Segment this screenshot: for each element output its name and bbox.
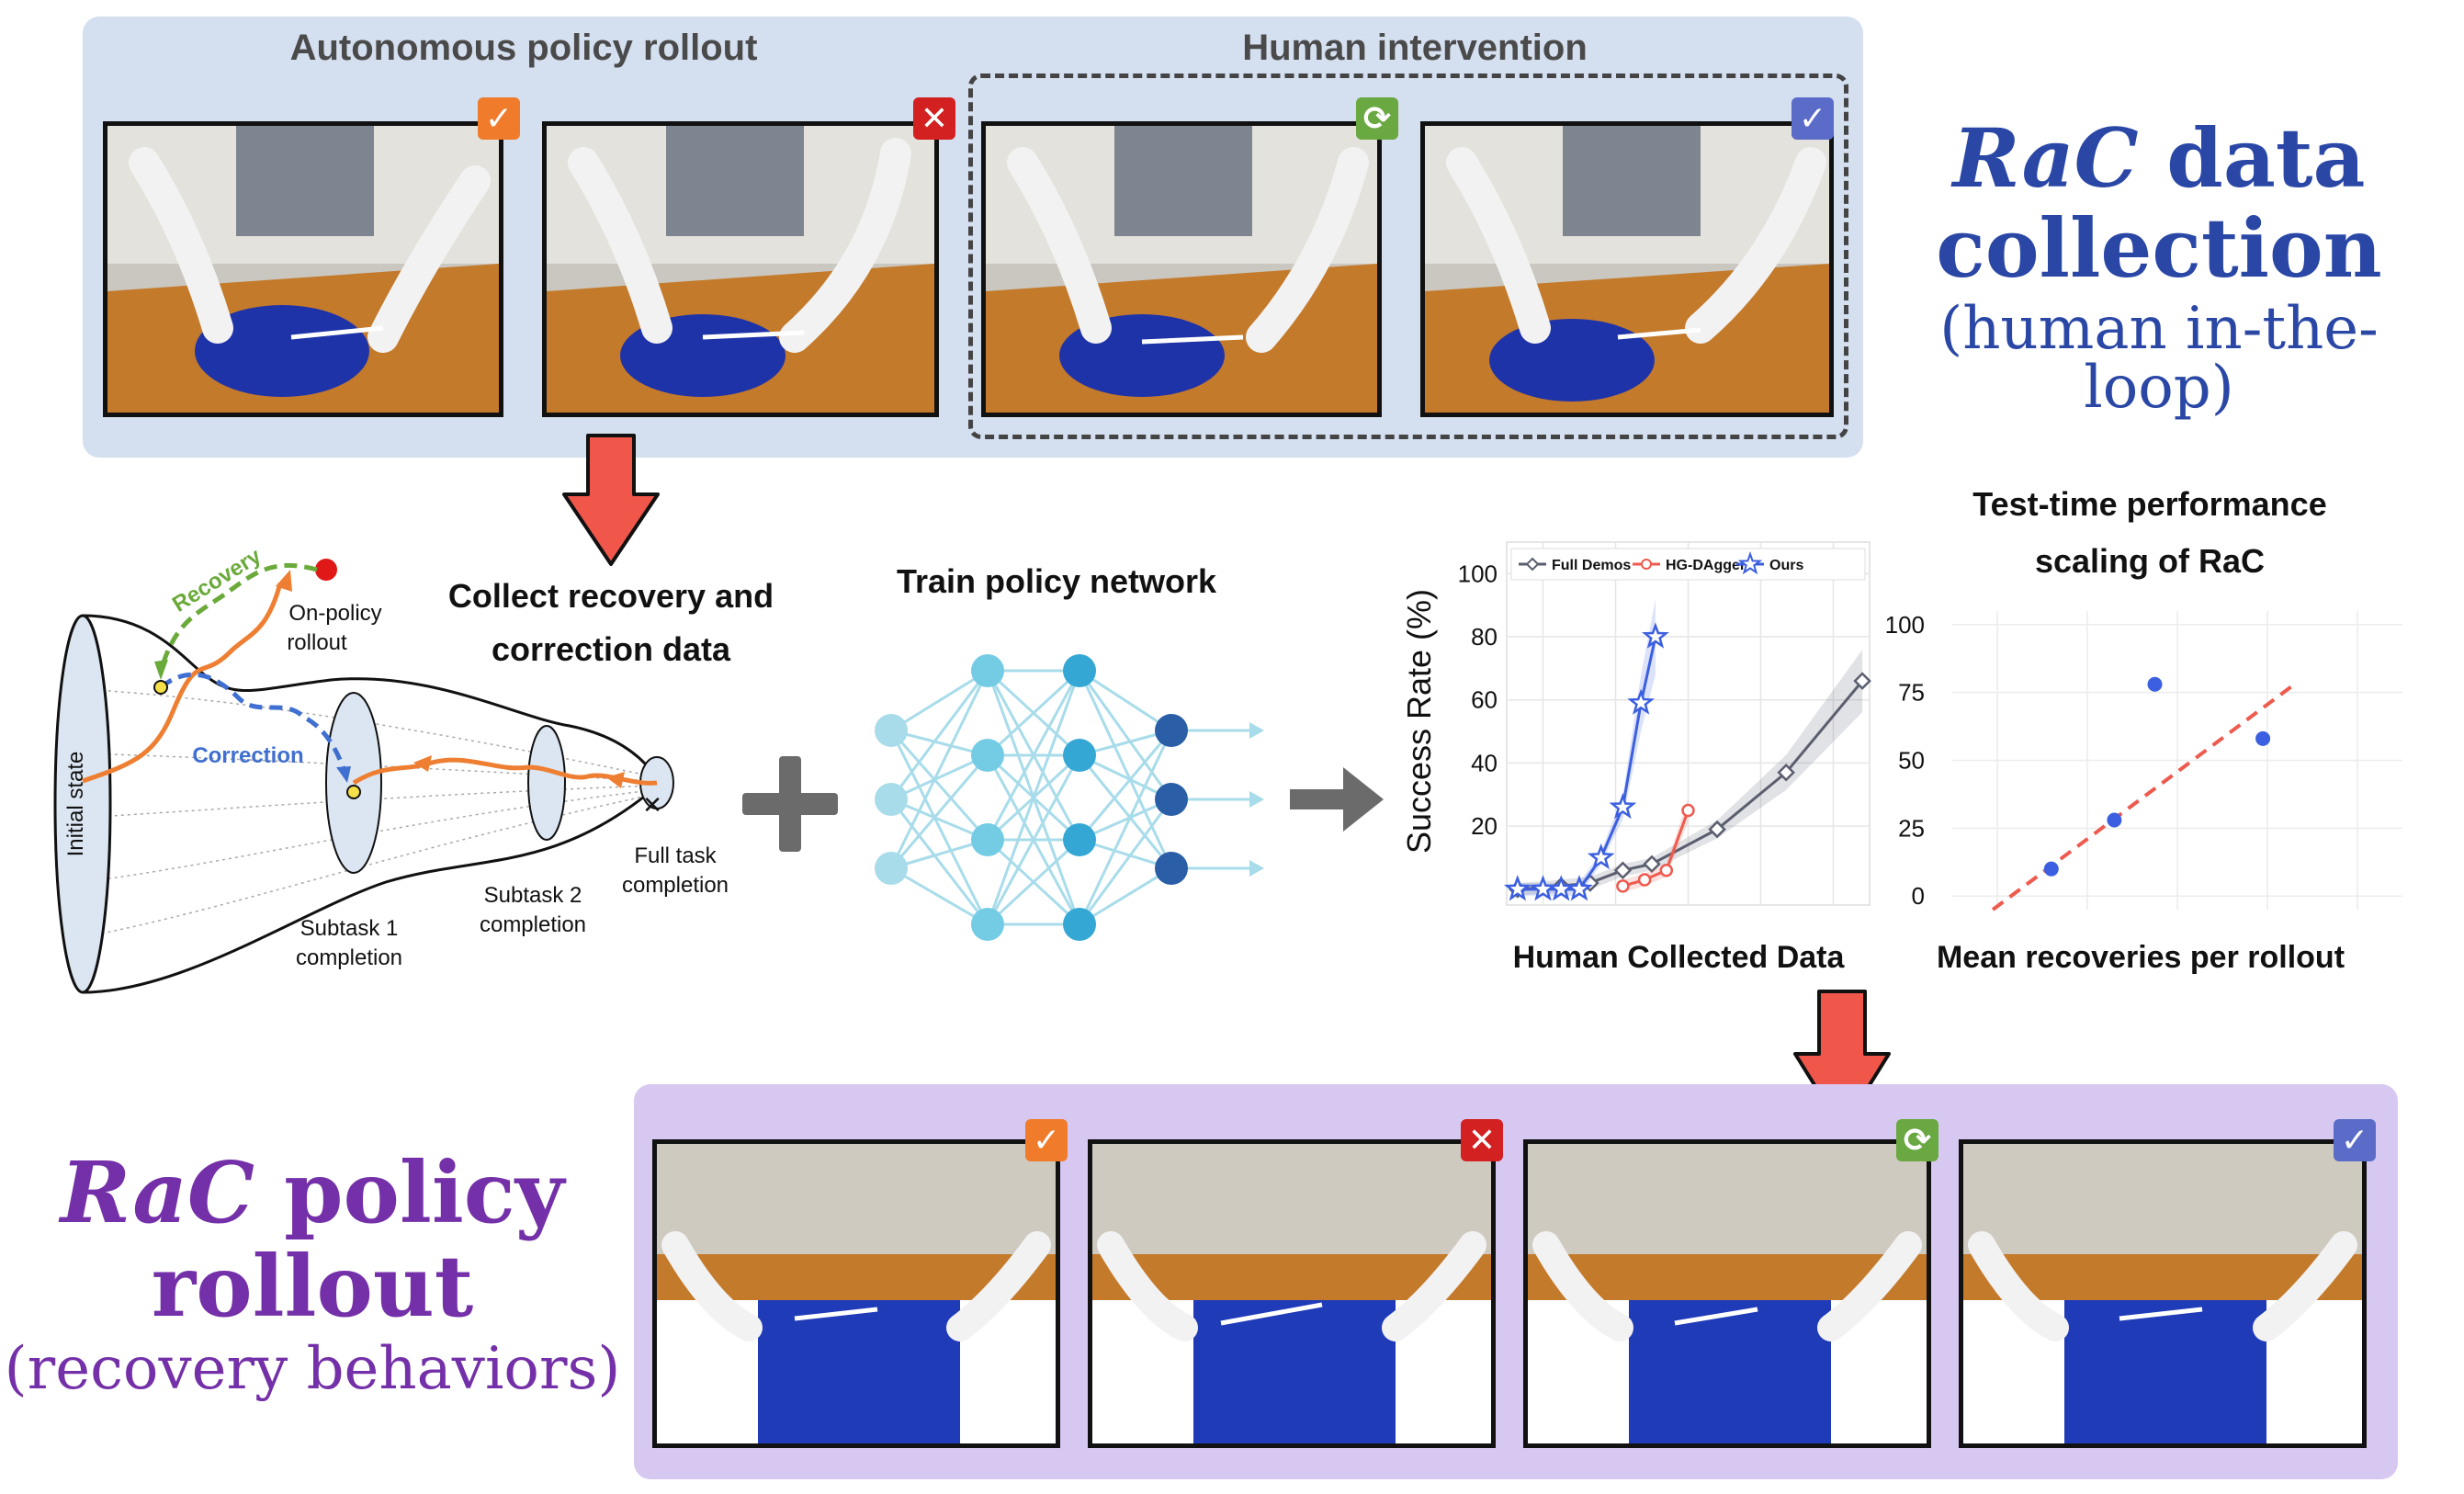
y-tick-label: 0 <box>1912 882 1925 910</box>
success-rate-chart: 20 40 60 80 100 Success Rate (%) Human Colle… <box>1383 528 1879 979</box>
robot-scene-image <box>1528 1144 1927 1443</box>
refresh-icon: ⟳ <box>1356 97 1398 140</box>
check-icon: ✓ <box>478 97 520 140</box>
scatter-point <box>2044 862 2059 877</box>
full-task-label-2: completion <box>622 873 729 898</box>
data-collection-title: RaC data collection (human in-the-loop) <box>1874 118 2444 417</box>
rac-name: RaC <box>1952 110 2138 206</box>
title-line-3: (recovery behaviors) <box>0 1340 625 1398</box>
data-point-circle <box>1683 805 1694 816</box>
policy-rollout-photo-3 <box>1523 1139 1931 1448</box>
recovery-label: Recovery <box>168 543 266 617</box>
y-tick-label: 20 <box>1471 812 1498 840</box>
y-tick-label: 40 <box>1471 749 1498 776</box>
x-axis-label: Human Collected Data <box>1513 940 1846 975</box>
autonomous-rollout-label: Autonomous policy rollout <box>220 28 827 69</box>
chart-legend: Full Demos HG-DAgger Ours <box>1511 549 1865 580</box>
intervention-photo-2 <box>1420 121 1834 417</box>
subtask2-label-1: Subtask 2 <box>484 883 582 908</box>
robot-scene-image <box>1425 126 1829 413</box>
data-point-circle <box>1661 865 1672 876</box>
robot-scene-image <box>1963 1144 2362 1443</box>
task-funnel-diagram: Initial state Recovery Correction ✕ On-p… <box>0 542 753 1002</box>
y-axis-label: Success Rate (%) <box>1400 589 1438 854</box>
plus-icon <box>735 749 845 859</box>
robot-scene-image <box>986 126 1377 413</box>
robot-scene-image <box>547 126 934 413</box>
recovery-scaling-chart: 0 25 50 75 100 Mean recoveries per rollout <box>1874 533 2425 979</box>
full-task-label-1: Full task <box>634 843 717 868</box>
train-policy-label: Train policy network <box>854 562 1259 601</box>
scaling-title-line-1: Test-time performance <box>1902 476 2398 533</box>
legend-label: Ours <box>1769 558 1803 573</box>
scatter-point <box>2107 813 2121 828</box>
y-tick-label: 80 <box>1471 623 1498 651</box>
on-policy-label-1: On-policy <box>288 601 381 626</box>
y-tick-label: 100 <box>1458 560 1498 587</box>
robot-scene-image <box>107 126 499 413</box>
rac-name: RaC <box>61 1143 254 1242</box>
y-tick-label: 75 <box>1898 679 1925 707</box>
refresh-icon: ⟳ <box>1896 1119 1938 1161</box>
y-tick-label: 100 <box>1885 611 1925 639</box>
data-point-circle <box>1639 875 1650 886</box>
scatter-point <box>2255 731 2270 746</box>
y-tick-label: 60 <box>1471 686 1498 714</box>
policy-rollout-photo-2 <box>1088 1139 1496 1448</box>
cross-icon: ✕ <box>1461 1119 1503 1161</box>
rollout-photo-1 <box>103 121 503 417</box>
check-icon: ✓ <box>1025 1119 1068 1161</box>
policy-rollout-photo-1 <box>652 1139 1060 1448</box>
subtask1-label-2: completion <box>296 945 402 970</box>
policy-rollout-photo-4 <box>1959 1139 2367 1448</box>
robot-scene-image <box>1092 1144 1491 1443</box>
y-tick-label: 50 <box>1898 747 1925 775</box>
x-axis-label: Mean recoveries per rollout <box>1937 940 2345 975</box>
policy-rollout-title: RaC policy rollout (recovery behaviors) <box>0 1150 625 1398</box>
cross-mark-icon: ✕ <box>642 792 662 820</box>
human-intervention-label: Human intervention <box>1130 28 1700 69</box>
initial-state-label: Initial state <box>63 752 88 857</box>
title-line-2: collection <box>1874 208 2444 289</box>
scatter-point <box>2148 677 2163 692</box>
subtask2-label-2: completion <box>480 912 586 937</box>
data-point-circle <box>1617 880 1628 891</box>
title-word: data <box>2139 110 2366 206</box>
legend-label: HG-DAgger <box>1666 558 1746 573</box>
title-word: policy <box>254 1143 564 1242</box>
cross-icon: ✕ <box>913 97 955 140</box>
legend-marker <box>1642 560 1651 569</box>
intervention-photo-1 <box>981 121 1382 417</box>
robot-scene-image <box>657 1144 1056 1443</box>
rollout-photo-2 <box>542 121 939 417</box>
y-tick-label: 25 <box>1898 814 1925 842</box>
check-icon: ✓ <box>1791 97 1834 140</box>
subtask1-label-1: Subtask 1 <box>300 916 399 941</box>
title-line-3: (human in-the-loop) <box>1874 300 2444 417</box>
neural-network-icon <box>864 643 1268 956</box>
title-line-2: rollout <box>0 1244 625 1329</box>
legend-label: Full Demos <box>1552 558 1631 573</box>
correction-label: Correction <box>192 743 303 768</box>
on-policy-label-2: rollout <box>287 630 347 655</box>
check-icon: ✓ <box>2334 1119 2376 1161</box>
right-arrow-icon <box>1286 758 1387 841</box>
